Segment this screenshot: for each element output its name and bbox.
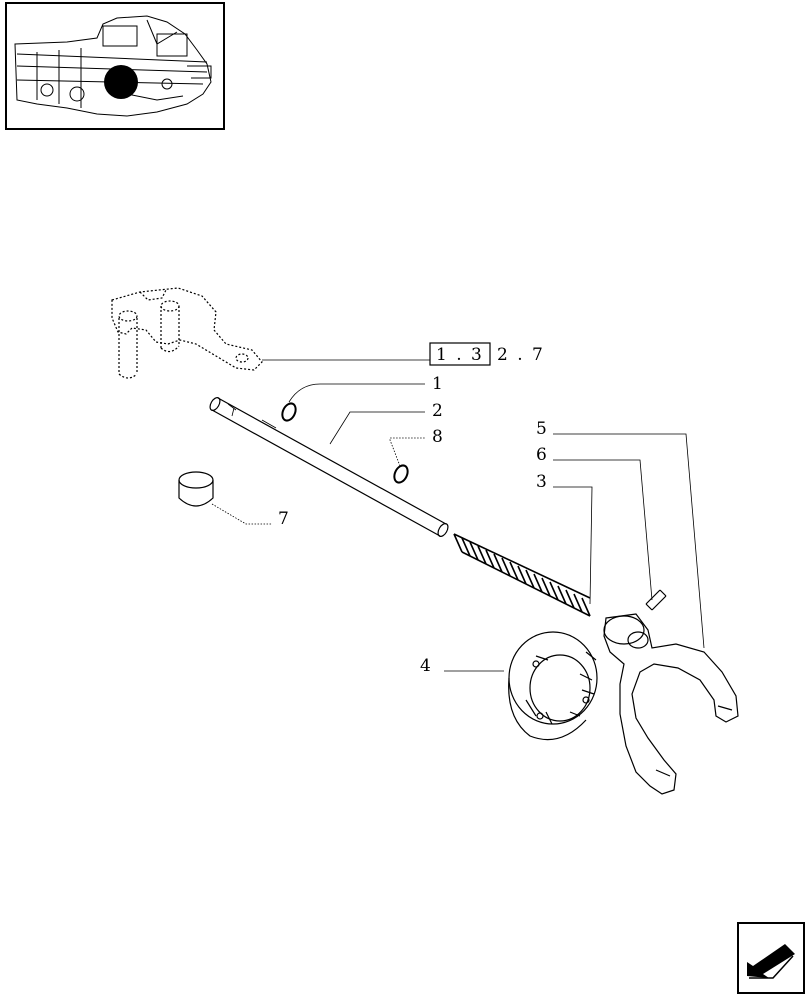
callout-5: 5: [536, 419, 547, 439]
callout-6: 6: [536, 445, 547, 465]
callout-8: 8: [432, 427, 443, 447]
cap-part: [178, 471, 214, 507]
leader-2: [329, 411, 425, 445]
reference-box: [429, 342, 491, 366]
location-marker: [104, 65, 138, 99]
callout-2: 2: [432, 401, 443, 421]
selector-fork: [603, 613, 739, 795]
leader-1: [288, 383, 425, 403]
callout-7: 7: [278, 509, 289, 529]
callout-1: 1: [432, 374, 443, 394]
leader-3: [553, 486, 593, 605]
spring: [453, 533, 591, 617]
leader-5: [553, 433, 705, 649]
locator-thumbnail: [5, 2, 225, 130]
previous-page-arrow-icon: [747, 944, 795, 979]
leader-6: [553, 459, 653, 601]
reference-bracket: [111, 287, 263, 379]
callout-3: 3: [536, 472, 547, 492]
previous-page-button[interactable]: [737, 922, 805, 994]
leader-7: [211, 503, 272, 525]
o-ring-1: [281, 402, 297, 422]
callout-4: 4: [420, 656, 431, 676]
synchronizer-hub: [508, 631, 598, 741]
reference-suffix-text: 2 . 7: [497, 345, 545, 365]
o-ring-8: [393, 464, 409, 484]
reference-boxed-text: 1 . 3: [436, 345, 484, 365]
roll-pin: [645, 589, 667, 611]
leader-8: [389, 437, 425, 467]
shift-rod: [209, 397, 449, 537]
